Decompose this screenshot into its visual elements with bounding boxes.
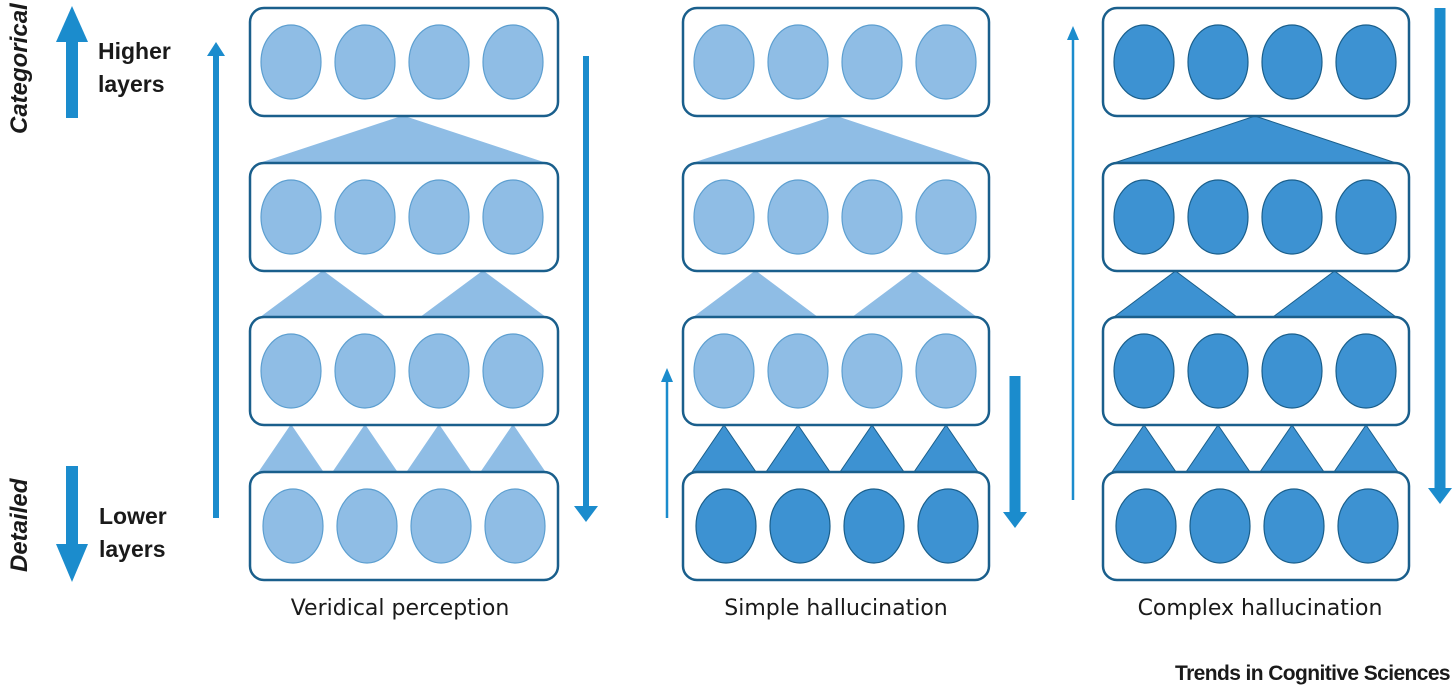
third-layer-unit — [260, 179, 322, 255]
second-layer-unit — [334, 333, 396, 409]
connection-lower-4 — [480, 424, 546, 473]
lower-layers-label: Lower layers — [99, 503, 167, 562]
third-layer-unit — [1261, 179, 1323, 255]
bottom-layer-unit — [336, 488, 398, 564]
third-layer-unit — [841, 179, 903, 255]
second-layer-unit — [1261, 333, 1323, 409]
third-layer-unit — [408, 179, 470, 255]
detailed-axis-label: Detailed — [6, 478, 33, 572]
top-layer-unit — [693, 24, 755, 100]
connection-lower-3 — [406, 424, 472, 473]
top-layer-unit — [1261, 24, 1323, 100]
bottom-layer-unit — [917, 488, 979, 564]
second-layer-unit — [482, 333, 544, 409]
third-layer-box — [248, 161, 560, 273]
bottom-layer-unit — [484, 488, 546, 564]
top-layer-box — [681, 6, 991, 118]
bottom-layer-unit — [695, 488, 757, 564]
journal-name: Trends in Cognitive Sciences — [1175, 662, 1451, 685]
connection-lower-2 — [1185, 424, 1251, 473]
bottom-layer-box — [681, 470, 991, 582]
second-layer-unit — [693, 333, 755, 409]
connection-lower-1 — [1111, 424, 1177, 473]
higher-layers-arrow — [56, 6, 88, 118]
third-layer-unit — [334, 179, 396, 255]
top-layer-unit — [482, 24, 544, 100]
bottom-layer-unit — [1263, 488, 1325, 564]
second-layer-box — [681, 315, 991, 427]
second-layer-unit — [408, 333, 470, 409]
connection-lower-2 — [765, 424, 831, 473]
connection-top — [260, 115, 546, 164]
veridical-feedforward-arrow-head — [207, 42, 225, 56]
second-layer-unit — [767, 333, 829, 409]
connection-middle-2 — [1271, 270, 1398, 318]
connection-top — [693, 115, 977, 164]
veridical-feedback-arrow-head — [574, 506, 598, 522]
connection-lower-3 — [1259, 424, 1325, 473]
second-layer-unit — [1187, 333, 1249, 409]
second-layer-box — [248, 315, 560, 427]
second-layer-unit — [1113, 333, 1175, 409]
third-layer-box — [681, 161, 991, 273]
second-layer-unit — [841, 333, 903, 409]
connection-middle-2 — [419, 270, 547, 318]
connection-middle-1 — [692, 270, 819, 318]
connection-lower-4 — [913, 424, 979, 473]
connection-lower-2 — [332, 424, 398, 473]
bottom-layer-unit — [1337, 488, 1399, 564]
bottom-layer-box — [248, 470, 560, 582]
second-layer-unit — [260, 333, 322, 409]
third-layer-unit — [915, 179, 977, 255]
second-layer-box — [1101, 315, 1411, 427]
bottom-layer-unit — [410, 488, 472, 564]
caption-veridical-perception: Veridical perception — [290, 596, 510, 621]
top-layer-unit — [1113, 24, 1175, 100]
bottom-layer-unit — [769, 488, 831, 564]
top-layer-unit — [408, 24, 470, 100]
third-layer-unit — [693, 179, 755, 255]
bottom-layer-box — [1101, 470, 1411, 582]
top-layer-unit — [260, 24, 322, 100]
connection-lower-1 — [691, 424, 757, 473]
third-layer-unit — [1113, 179, 1175, 255]
second-layer-unit — [1335, 333, 1397, 409]
bottom-layer-unit — [1189, 488, 1251, 564]
complex-feedback-arrow-head — [1428, 488, 1452, 504]
connection-top — [1113, 115, 1397, 164]
bottom-layer-unit — [843, 488, 905, 564]
bottom-layer-unit — [1115, 488, 1177, 564]
caption-simple-hallucination: Simple hallucination — [724, 596, 948, 621]
top-layer-unit — [767, 24, 829, 100]
complex-feedforward-arrow-head — [1067, 26, 1079, 40]
top-layer-box — [248, 6, 560, 118]
lower-layers-arrow — [56, 466, 88, 582]
connection-middle-1 — [259, 270, 387, 318]
third-layer-unit — [1187, 179, 1249, 255]
top-layer-unit — [841, 24, 903, 100]
bottom-layer-unit — [262, 488, 324, 564]
categorical-axis-label: Categorical — [6, 3, 33, 134]
third-layer-unit — [1335, 179, 1397, 255]
connection-lower-4 — [1333, 424, 1399, 473]
connection-lower-1 — [258, 424, 324, 473]
top-layer-unit — [334, 24, 396, 100]
connection-middle-2 — [851, 270, 978, 318]
top-layer-unit — [915, 24, 977, 100]
higher-layers-label: Higher layers — [98, 38, 171, 97]
simple-feedback-arrow-head — [1003, 512, 1027, 528]
top-layer-unit — [1187, 24, 1249, 100]
second-layer-unit — [915, 333, 977, 409]
third-layer-box — [1101, 161, 1411, 273]
caption-complex-hallucination: Complex hallucination — [1137, 596, 1383, 621]
third-layer-unit — [482, 179, 544, 255]
connection-lower-3 — [839, 424, 905, 473]
connection-middle-1 — [1112, 270, 1239, 318]
top-layer-unit — [1335, 24, 1397, 100]
simple-feedforward-arrow-head — [661, 368, 673, 382]
third-layer-unit — [767, 179, 829, 255]
top-layer-box — [1101, 6, 1411, 118]
